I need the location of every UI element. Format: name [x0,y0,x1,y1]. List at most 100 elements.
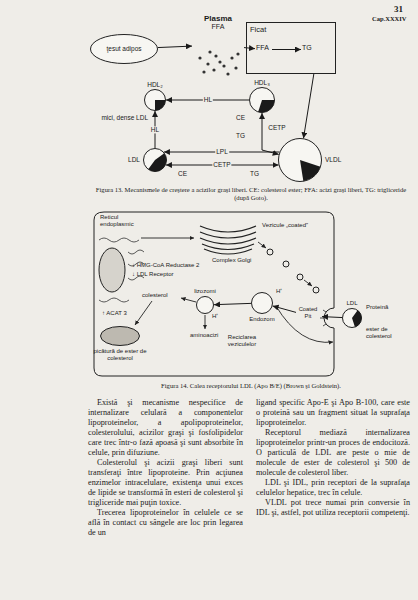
ffa-dots-part [208,50,211,53]
regulation-label: ↓ LDL Receptor [132,271,173,278]
pathway-label: Reciclarea veziculelor [216,334,268,348]
core-wedge [352,310,362,327]
node-text: picătură de ester de colesterol [89,348,151,362]
nucleus-part [99,248,125,292]
lipoprotein-circle: VLDL [278,138,322,182]
golgi-complex [200,226,256,254]
nucleus [99,248,125,292]
molecule-label: TG [301,43,317,56]
node-text: HDL₃ [254,79,270,86]
molecule-label: colesterol [142,292,168,299]
outline [144,149,167,172]
golgi-complex-part [204,249,252,254]
body-paragraph: Colesterolul şi acizii graşi liberi sunt… [88,458,243,508]
golgi-complex-part [200,238,256,244]
node-text: LDL [346,300,357,307]
core-wedge [155,100,166,111]
lipoprotein-circle-outline [144,89,166,111]
ldl-particle-outline [342,308,362,328]
pathway-arrows-part [276,306,333,342]
regulation-label: ↓ HMG-CoA Reductase 2 [132,262,199,269]
outline [197,297,214,314]
endosome-outline [251,292,273,314]
ldl-particle: LDL [342,308,362,328]
node-text: Endozom [249,316,274,323]
outline [250,88,275,113]
endoplasmic-reticulum-part [99,298,129,302]
organ-box: FicatFFA TG [246,22,336,74]
vesicles-part [297,274,303,280]
node-text: TG [302,44,312,52]
ffa-dots-part [226,72,229,75]
core-wedge [148,153,166,171]
edge-label: HL [203,96,213,103]
ffa-dots-part [234,66,237,69]
node-text: Plasma [204,14,232,23]
body-paragraph: Trecerea lipoproteinelor în celulele ce … [88,508,243,538]
connector-arrow [272,49,301,50]
ffa-dots-part [212,68,215,71]
ffa-dots-part [206,62,209,65]
molecule-label: TG [250,170,259,177]
text-column: Există şi mecanisme nespecifice de inter… [88,398,243,538]
node-text: lizozomi [194,288,216,295]
connector-arrow [303,74,313,138]
body-paragraph: ligand specific Apo-E şi Apo B-100, care… [256,398,410,428]
ffa-dots-part [214,54,217,57]
connector-arrow [214,303,251,304]
outline [252,293,273,314]
connector-arrow [322,316,342,318]
node-text: HDL₂ [147,81,163,88]
outline [91,35,158,64]
particle-part-label: ester de colesterol [366,326,410,340]
ffa-dots-part [202,70,205,73]
body-paragraph: LDL şi IDL, prin receptori de la suprafa… [256,478,410,498]
organelle-label: Vezicule „coated” [262,222,310,229]
lipid-droplet: picătură de ester de colesterol [100,326,140,346]
particle-part-label: Proteină [366,304,388,311]
pathway-arrows-part [205,315,206,329]
outline [343,309,362,328]
figure-caption: Figura 14. Calea receptorului LDL (Apo B… [88,382,414,390]
node-text: VLDL [325,156,341,163]
molecule-label: TG [236,132,245,139]
figure-caption: Figura 13. Mecanismele de creştere a aci… [88,186,414,201]
endoplasmic-reticulum [99,238,144,302]
pathway-arrows-part [181,298,196,302]
connector-arrow [273,306,296,312]
golgi-complex-part [200,232,256,238]
outline [279,139,322,182]
chapter-tag: Cap.XXXIV [372,15,407,22]
molecule-label: aminoacizi [190,332,218,339]
text-column: ligand specific Apo-E şi Apo B-100, care… [256,398,410,518]
tissue-ellipse: ţesut adipos [90,34,158,64]
lipoprotein-circle: LDL [143,148,167,172]
callout-label: mici, dense LDL [96,114,148,121]
connector-arrow [158,46,192,47]
edge-label: LPL [215,148,229,155]
node-text: FFA [256,44,269,52]
node-text: FFA [212,23,225,31]
ion-label: H⁺ [276,288,282,295]
edge-label: CETP [267,124,286,131]
outline [101,327,140,346]
node-text: LDL [128,156,140,163]
lipid-droplet-outline [100,326,140,346]
lipoprotein-circle: HDL₃ [249,87,275,113]
connector-arrow [262,113,279,154]
node-text: Ficat [250,26,266,35]
lysosome-outline [196,296,214,314]
ion-label: H⁺ [212,313,218,320]
outline [145,90,166,111]
body-paragraph: Receptorul mediază internalizarea lipopr… [256,428,410,478]
ffa-dots-part [218,60,221,63]
ffa-dots [198,50,239,75]
endoplasmic-reticulum-part [128,250,144,254]
ffa-dots-part [230,56,233,59]
core-wedge [300,160,320,181]
lysosome: lizozomi [196,296,214,314]
body-paragraph: Există şi mecanisme nespecifice de inter… [88,398,243,458]
vesicles-part [267,249,273,255]
regulation-label: ↑ ACAT 3 [102,310,127,317]
cell-membrane-part [320,310,326,326]
